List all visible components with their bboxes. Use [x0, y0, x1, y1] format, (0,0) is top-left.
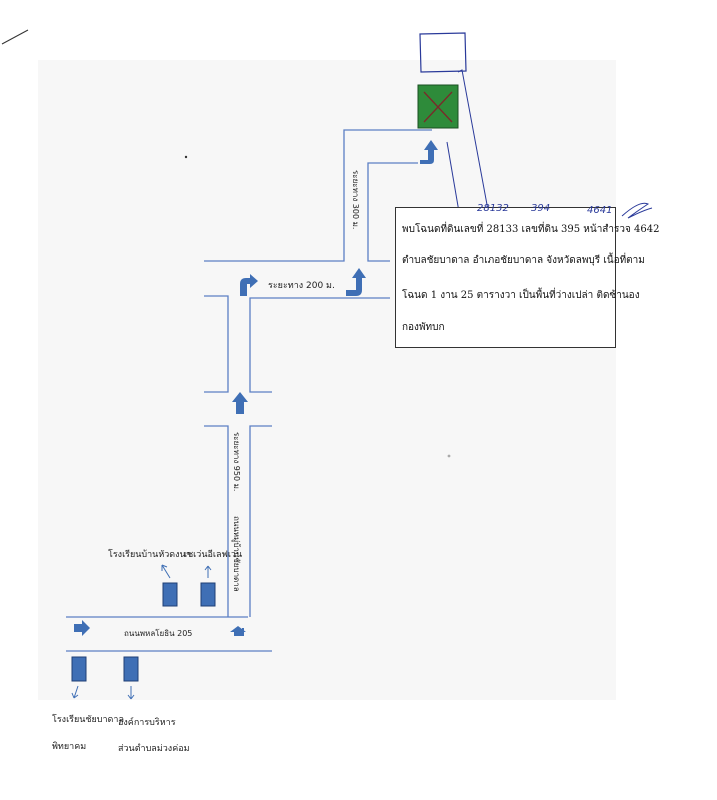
school-chaibadan-label-2: พิทยาคม [52, 742, 87, 752]
arrow-right-icon [74, 620, 90, 636]
seven-eleven-label: เซเว่นอีเลฟเว่น [184, 550, 243, 560]
arrow-up-plot-icon [420, 140, 438, 164]
village-road [204, 295, 390, 617]
school-hat-building [162, 582, 178, 607]
hand-plot-outline [419, 32, 467, 73]
map-sheet [38, 60, 616, 700]
handwritten-survey-no: 4641 [587, 205, 613, 216]
main-road [66, 616, 272, 652]
handwritten-land-no: 394 [531, 203, 551, 214]
note-line-2: ตำบลชัยบาดาล อำเภอชัยบาดาล จังหวัดลพบุรี… [402, 255, 645, 266]
arrow-turn-right-icon [240, 274, 258, 296]
note-line-3: โฉนด 1 งาน 25 ตารางวา เป็นพื้นที่ว่างเปล… [402, 290, 640, 301]
sao-building [123, 656, 139, 682]
village-road-distance-label: ระยะทาง 950 ม. [232, 432, 241, 492]
upper-road [204, 129, 432, 262]
seven-eleven-building [200, 582, 216, 607]
buildings [71, 582, 216, 682]
plot-cross-icon [423, 91, 453, 123]
sao-label-1: องค์การบริหาร [118, 718, 176, 728]
segment-200-label: ระยะทาง 200 ม. [268, 281, 335, 291]
hand-pointer-line [457, 69, 489, 211]
pointer-arrows [71, 564, 212, 700]
handwritten-deed-no: 28132 [477, 203, 509, 214]
hand-pointer-line-2 [446, 141, 460, 213]
segment-300-label: ระยะทาง 300 ม. [351, 170, 360, 230]
arrow-up-left-icon [230, 626, 246, 636]
main-road-label: ถนนพหลโยธิน 205 [124, 629, 193, 638]
route-arrows [74, 140, 438, 636]
school-chaibadan-building [71, 656, 87, 682]
sao-label-2: ส่วนตำบลม่วงค่อม [118, 744, 190, 754]
school-hat-label: โรงเรียนบ้านหัวดงนา [108, 550, 191, 560]
margin-mark [1, 29, 29, 45]
arrow-up-icon [232, 392, 248, 414]
note-line-1: พบโฉนดที่ดินเลขที่ 28133 เลขที่ดิน 395 ห… [402, 224, 660, 235]
school-chaibadan-label-1: โรงเรียนชัยบาดาล [52, 715, 124, 725]
arrow-turn-up-icon [346, 268, 366, 296]
note-line-4: กองพัทบก [402, 322, 445, 333]
land-deed-note: พบโฉนดที่ดินเลขที่ 28133 เลขที่ดิน 395 ห… [395, 207, 660, 348]
hand-signature [621, 202, 653, 219]
